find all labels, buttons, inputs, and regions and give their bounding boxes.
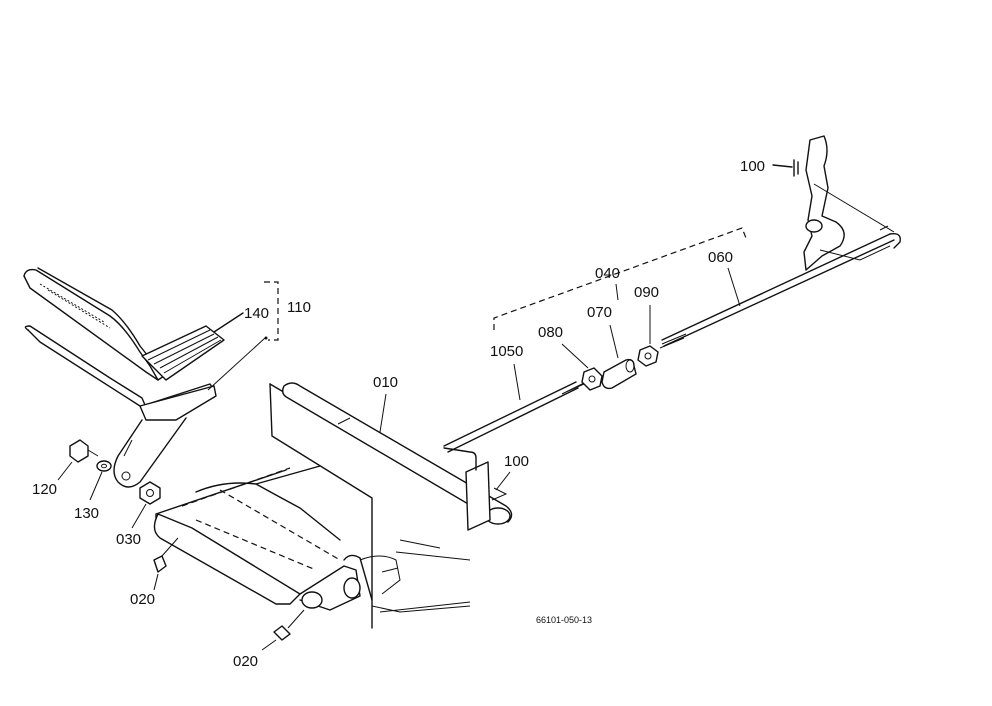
nut-090 xyxy=(637,345,659,367)
part-label-070: 070 xyxy=(587,304,612,321)
throttle-lever xyxy=(803,135,895,271)
grease-nipple-020-upper xyxy=(153,537,179,573)
accelerator-pedal xyxy=(23,267,225,488)
leader-140 xyxy=(213,312,244,333)
group-bracket-110 xyxy=(264,281,279,341)
part-label-020-lower: 020 xyxy=(233,653,258,670)
part-label-080: 080 xyxy=(538,324,563,341)
part-label-040: 040 xyxy=(595,265,620,282)
part-label-030: 030 xyxy=(116,531,141,548)
nut-080 xyxy=(581,367,603,391)
lower-housing xyxy=(153,465,471,613)
bolt-120 xyxy=(69,439,99,463)
part-label-130: 130 xyxy=(74,505,99,522)
nut-030 xyxy=(139,481,161,505)
part-label-090: 090 xyxy=(634,284,659,301)
part-label-020-upper: 020 xyxy=(130,591,155,608)
group-bracket-040 xyxy=(493,227,747,330)
part-label-060: 060 xyxy=(708,249,733,266)
sleeve-070 xyxy=(601,358,637,390)
leader-100-upper xyxy=(772,164,793,168)
pedal-shaft-010 xyxy=(269,382,513,629)
part-label-1050: 1050 xyxy=(490,343,523,360)
part-label-140: 140 xyxy=(244,305,269,322)
washer-130 xyxy=(96,460,112,472)
part-label-010: 010 xyxy=(373,374,398,391)
part-label-100-upper: 100 xyxy=(740,158,765,175)
part-label-100-lower: 100 xyxy=(504,453,529,470)
drawing-code: 66101-050-13 xyxy=(536,615,592,625)
part-label-120: 120 xyxy=(32,481,57,498)
rod-050 xyxy=(443,381,587,453)
rod-060 xyxy=(659,225,901,349)
grease-nipple-020-lower xyxy=(273,609,305,641)
leader-110 xyxy=(207,337,266,391)
part-label-110: 110 xyxy=(287,299,311,316)
